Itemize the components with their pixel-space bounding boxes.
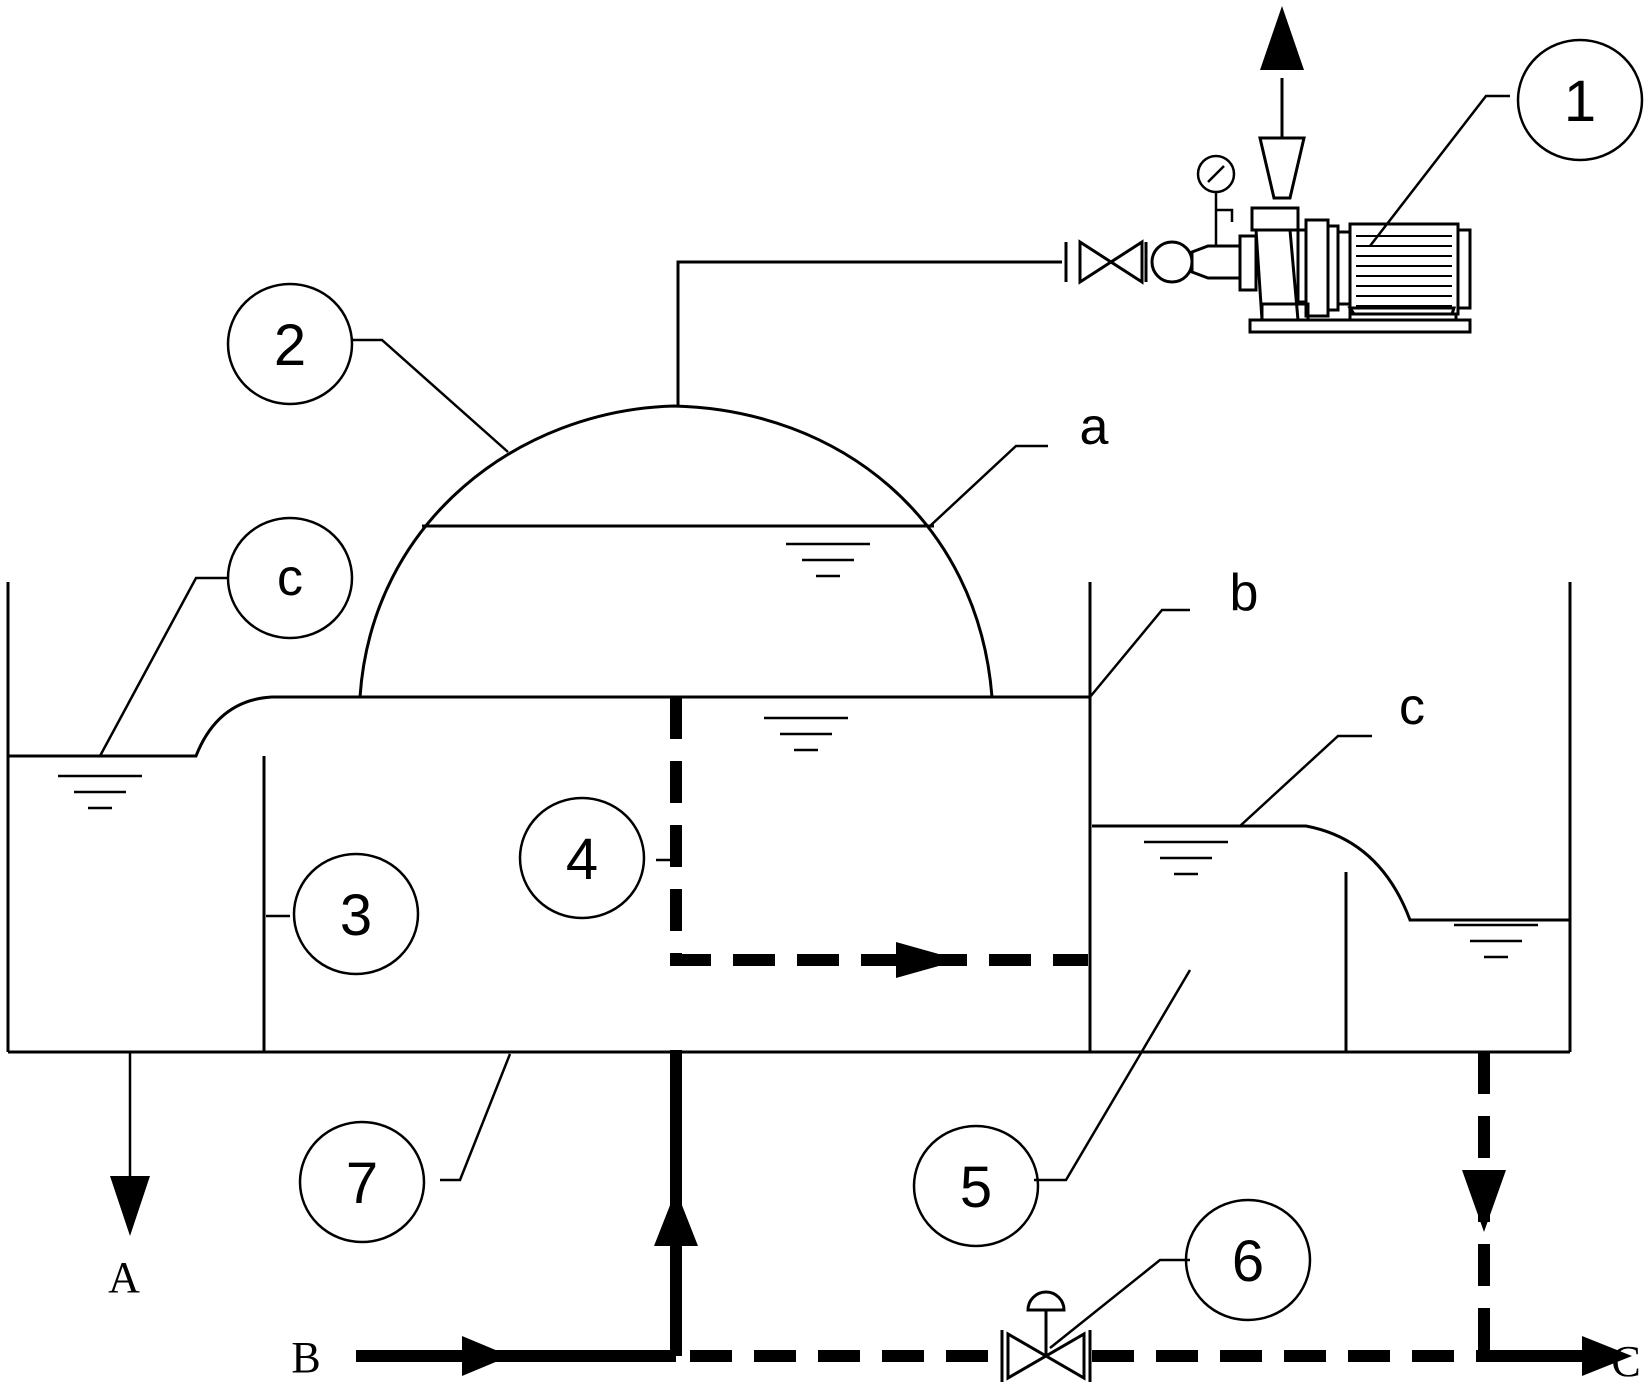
callout-5: 5	[912, 1124, 1040, 1248]
svg-text:c: c	[277, 549, 303, 607]
tank-structure	[6, 582, 1572, 1054]
callout-6: 6	[1184, 1198, 1312, 1322]
svg-text:5: 5	[960, 1155, 992, 1220]
svg-text:2: 2	[274, 313, 306, 378]
control-valve-icon	[1000, 1290, 1092, 1382]
callout-2: 2	[226, 282, 354, 406]
level-label-a: a	[1080, 398, 1109, 456]
callout-c-left: c	[226, 516, 354, 640]
svg-text:3: 3	[340, 883, 372, 948]
flow-label-A: A	[108, 1253, 140, 1302]
callout-4: 4	[518, 796, 646, 920]
callout-7: 7	[298, 1120, 426, 1244]
level-label-b: b	[1230, 564, 1259, 622]
svg-text:7: 7	[346, 1151, 378, 1216]
svg-text:1: 1	[1564, 69, 1596, 134]
svg-text:6: 6	[1232, 1229, 1264, 1294]
flow-label-C: C	[1611, 1337, 1640, 1384]
flow-lines	[110, 697, 1632, 1382]
pump-motor-icon	[676, 6, 1472, 406]
flow-label-B: B	[291, 1333, 320, 1382]
svg-text:4: 4	[566, 827, 598, 892]
callout-3: 3	[292, 852, 420, 976]
callout-1: 1	[1516, 38, 1644, 162]
gate-valve-icon	[1078, 239, 1144, 285]
level-label-c-right: c	[1399, 678, 1425, 736]
pressure-gauge-icon	[1196, 154, 1236, 246]
water-surfaces	[8, 404, 1570, 922]
leader-lines	[98, 94, 1510, 1349]
